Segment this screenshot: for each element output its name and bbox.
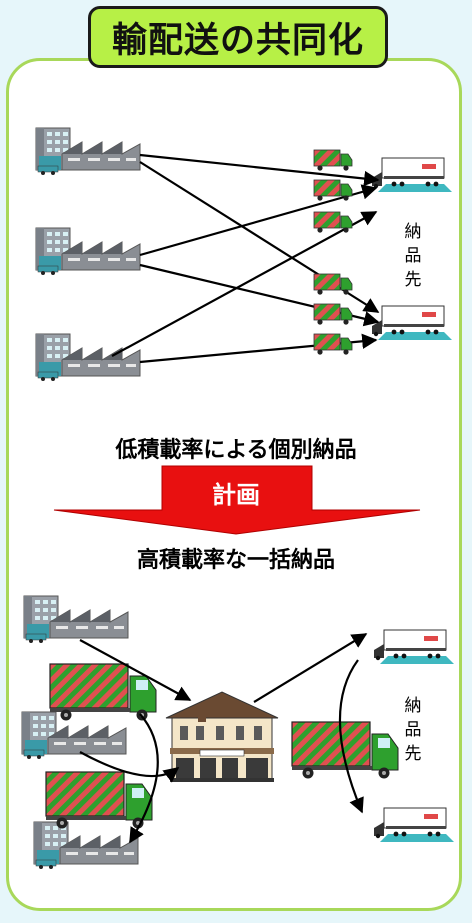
top-small-trucks xyxy=(313,149,353,356)
destination-label-top: 納 品 先 xyxy=(404,222,422,290)
bottom-destination-2 xyxy=(373,807,455,843)
bottom-factory-1 xyxy=(23,595,129,644)
caption-individual-delivery: 低積載率による個別納品 xyxy=(115,438,357,463)
destination-label-bottom: 納 品 先 xyxy=(404,696,422,764)
top-destination-1 xyxy=(371,157,453,193)
outbound-truck xyxy=(291,721,399,780)
page-title: 輸配送の共同化 xyxy=(111,20,364,61)
bottom-destination-1 xyxy=(373,629,455,665)
title-box: 輸配送の共同化 xyxy=(88,6,388,68)
top-factory-1 xyxy=(35,127,141,176)
bottom-truck-2 xyxy=(45,771,153,830)
plan-arrow-label: 計画 xyxy=(212,480,260,509)
bottom-factory-2 xyxy=(21,711,127,760)
plan-arrow xyxy=(53,465,421,535)
top-factory-3 xyxy=(35,333,141,382)
bottom-factory-3 xyxy=(33,821,139,870)
caption-consolidated-delivery: 高積載率な一括納品 xyxy=(136,548,335,573)
consolidation-warehouse xyxy=(165,691,279,783)
top-factory-2 xyxy=(35,227,141,276)
top-destination-2 xyxy=(371,305,453,341)
bottom-delivery-lines xyxy=(79,633,368,844)
